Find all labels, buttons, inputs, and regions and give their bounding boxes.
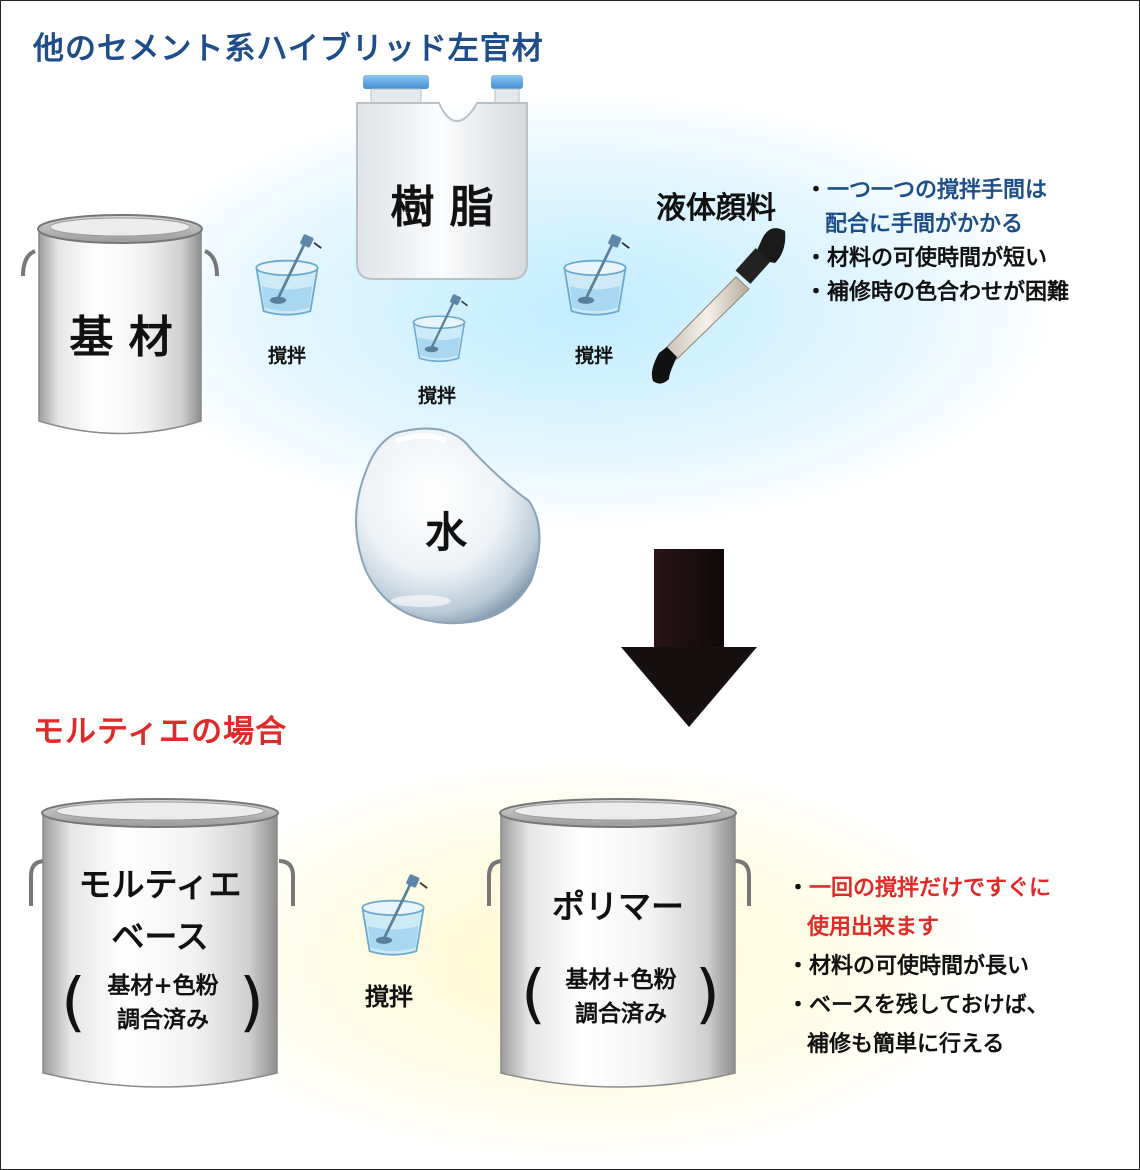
pigment-label: 液体顔料 [656, 191, 776, 226]
note-item-continuation: 補修も簡単に行える [787, 1025, 1051, 1064]
bullet: ・ [805, 245, 828, 271]
stir-label: 撹拌 [574, 345, 613, 367]
base-label: 基 材 [69, 312, 173, 363]
bullet: ・ [805, 279, 828, 305]
polymer-composition: 基材+色粉 調合済み [541, 963, 701, 1031]
open-paren: ( [61, 966, 86, 1040]
mixer-icon [562, 233, 631, 317]
stir-label: 撹拌 [267, 345, 306, 367]
can-name-line: モルティエ [78, 865, 242, 904]
note-text: 材料の可使時間が長い [809, 953, 1030, 979]
section-title-mortie: モルティエの場合 [33, 714, 288, 750]
note-item: ・材料の可使時間が長い [787, 947, 1051, 986]
bullet: ・ [787, 875, 810, 901]
composition-line: 調合済み [575, 1000, 667, 1027]
note-text: 材料の可使時間が短い [827, 245, 1048, 271]
composition-line: 基材+色粉 [107, 972, 219, 999]
pipette-icon [651, 228, 786, 384]
note-text: 補修も簡単に行える [807, 1031, 1005, 1057]
can-name-line: ベース [111, 917, 209, 956]
mortie-base-composition: 基材+色粉 調合済み [83, 969, 243, 1037]
mortie-base-can-icon [29, 798, 295, 1088]
note-item: ・一回の撹拌だけですぐに [787, 869, 1051, 908]
section-title-other-materials: 他のセメント系ハイブリッド左官材 [33, 31, 544, 67]
bullet: ・ [787, 992, 810, 1018]
water-drop-icon [355, 427, 541, 625]
note-text: 一つ一つの撹拌手間は [827, 177, 1048, 203]
resin-label: 樹 脂 [390, 182, 494, 233]
note-text: 一回の撹拌だけですぐに [809, 875, 1052, 901]
mixer-icon [412, 293, 469, 363]
mortie-base-name: モルティエ ベース [43, 859, 277, 963]
bullet: ・ [805, 177, 828, 203]
base-paint-can-icon [21, 214, 219, 435]
note-item: ・一つ一つの撹拌手間は [805, 173, 1069, 207]
bullet: ・ [787, 953, 810, 979]
resin-jug-icon [356, 75, 528, 280]
close-paren: ) [695, 958, 720, 1032]
close-paren: ) [239, 966, 264, 1040]
note-item: ・補修時の色合わせが困難 [805, 275, 1069, 309]
note-item-continuation: 使用出来ます [787, 908, 1051, 947]
open-paren: ( [521, 958, 546, 1032]
composition-line: 調合済み [117, 1006, 209, 1033]
note-text: 使用出来ます [807, 914, 940, 940]
note-item: ・材料の可使時間が短い [805, 241, 1069, 275]
note-text: 配合に手間がかかる [825, 211, 1024, 237]
stir-label: 撹拌 [417, 385, 456, 407]
mixer-icon [254, 233, 323, 317]
down-arrow-icon [621, 549, 757, 727]
note-item-continuation: 配合に手間がかかる [805, 207, 1069, 241]
water-label: 水 [424, 508, 467, 557]
top-notes: ・一つ一つの撹拌手間は 配合に手間がかかる ・材料の可使時間が短い ・補修時の色… [805, 173, 1069, 309]
mixer-icon [360, 873, 429, 957]
note-item: ・ベースを残しておけば、 [787, 986, 1051, 1025]
note-text: ベースを残しておけば、 [809, 992, 1049, 1018]
note-text: 補修時の色合わせが困難 [827, 279, 1070, 305]
stir-label: 撹拌 [365, 982, 413, 1011]
polymer-can-icon [487, 798, 751, 1088]
polymer-name: ポリマー [552, 887, 684, 926]
composition-line: 基材+色粉 [565, 966, 677, 993]
bottom-notes: ・一回の撹拌だけですぐに 使用出来ます ・材料の可使時間が長い ・ベースを残して… [787, 869, 1051, 1064]
